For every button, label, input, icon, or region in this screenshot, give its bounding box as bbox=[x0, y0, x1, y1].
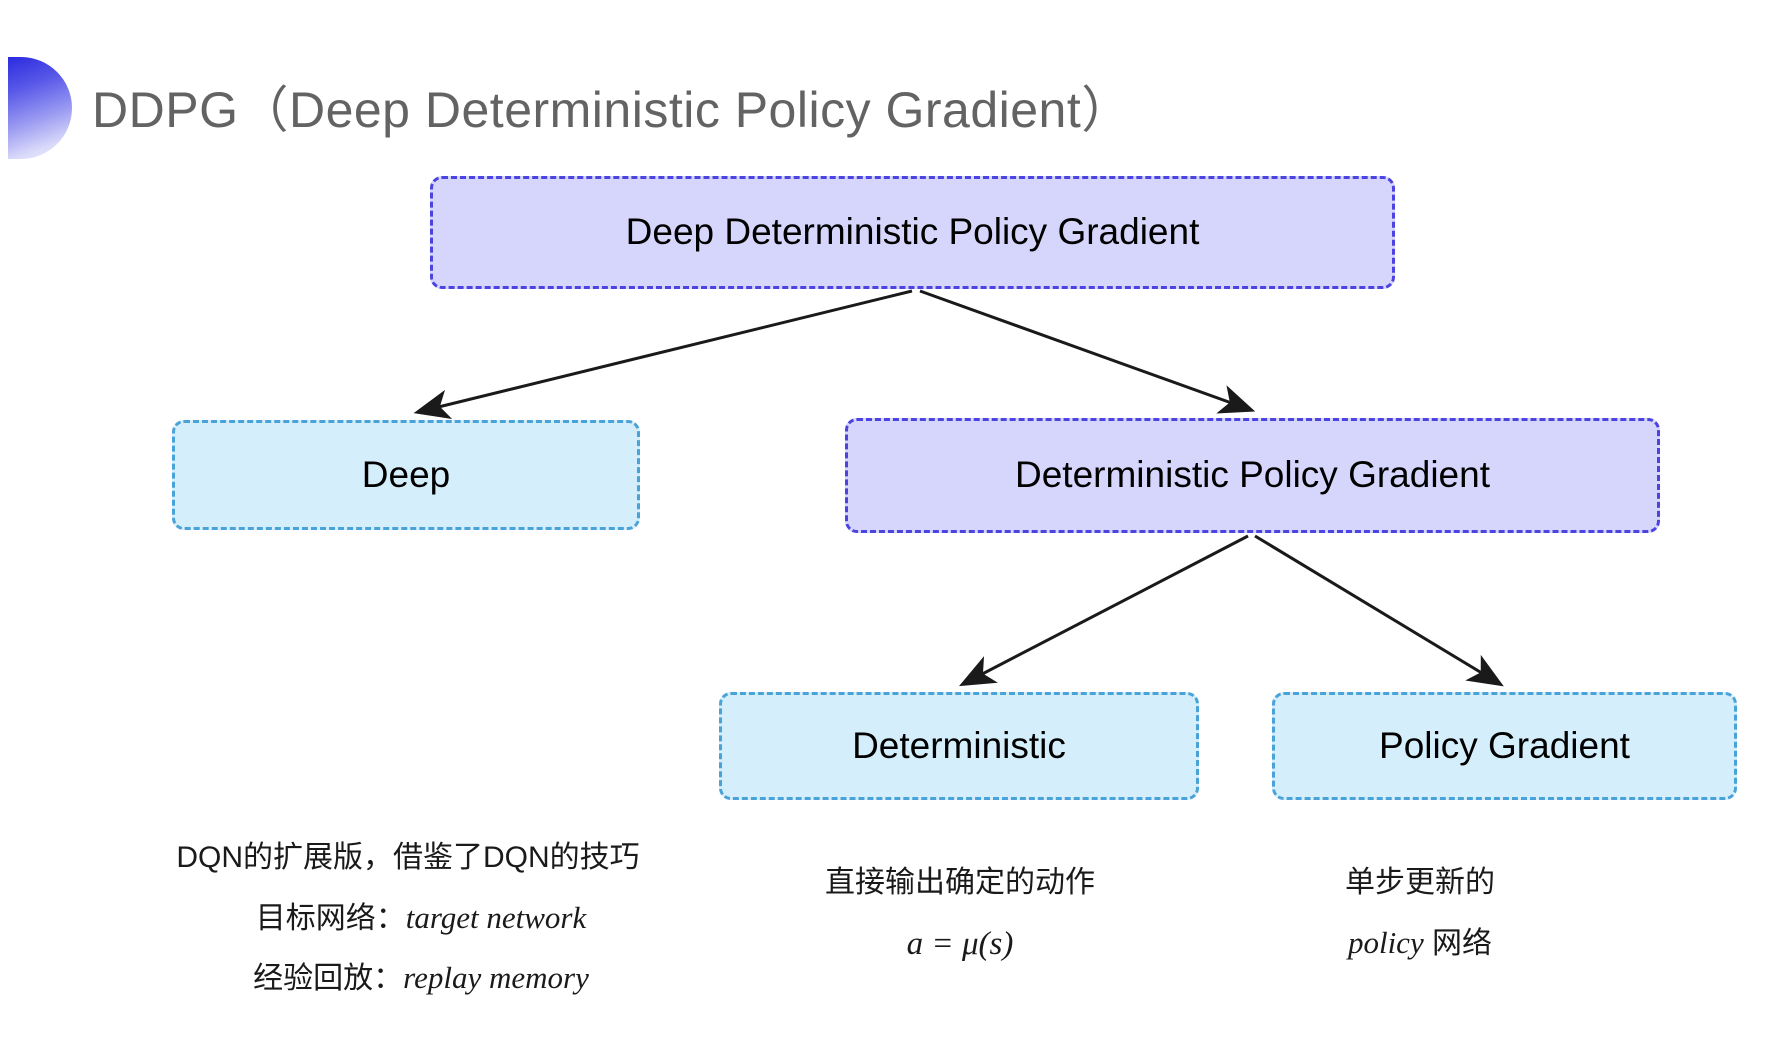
half-circle-gradient-icon bbox=[8, 57, 72, 159]
note-deterministic: 直接输出确定的动作 a = μ(s) bbox=[760, 860, 1160, 982]
page-title: DDPG（Deep Deterministic Policy Gradient） bbox=[92, 82, 1132, 138]
note-deep-line1: DQN的扩展版，借鉴了DQN的技巧 bbox=[176, 841, 640, 874]
node-deep[interactable]: Deep bbox=[172, 420, 640, 530]
arrow-root-to-deep bbox=[413, 289, 913, 420]
arrow-root-to-dpg bbox=[919, 289, 1256, 414]
note-deep-line3: 经验回放：replay memory bbox=[253, 960, 589, 995]
note-deterministic-formula: a = μ(s) bbox=[906, 925, 1014, 962]
node-deterministic-policy-gradient[interactable]: Deterministic Policy Gradient bbox=[845, 418, 1660, 533]
note-deep-line2: 目标网络：target network bbox=[255, 899, 587, 935]
note-deterministic-line1: 直接输出确定的动作 bbox=[825, 866, 1095, 899]
note-policy-gradient-line1: 单步更新的 bbox=[1345, 866, 1495, 899]
arrow-dpg-to-deterministic bbox=[959, 534, 1249, 687]
node-policy-gradient[interactable]: Policy Gradient bbox=[1272, 692, 1737, 800]
note-policy-gradient-line2: policy 网络 bbox=[1347, 924, 1493, 960]
node-deterministic[interactable]: Deterministic bbox=[719, 692, 1199, 800]
arrow-dpg-to-policy-gradient bbox=[1254, 534, 1504, 687]
note-deep: DQN的扩展版，借鉴了DQN的技巧 目标网络：target network 经验… bbox=[148, 835, 668, 1015]
node-root[interactable]: Deep Deterministic Policy Gradient bbox=[430, 176, 1395, 289]
note-policy-gradient: 单步更新的 policy 网络 bbox=[1225, 860, 1615, 979]
